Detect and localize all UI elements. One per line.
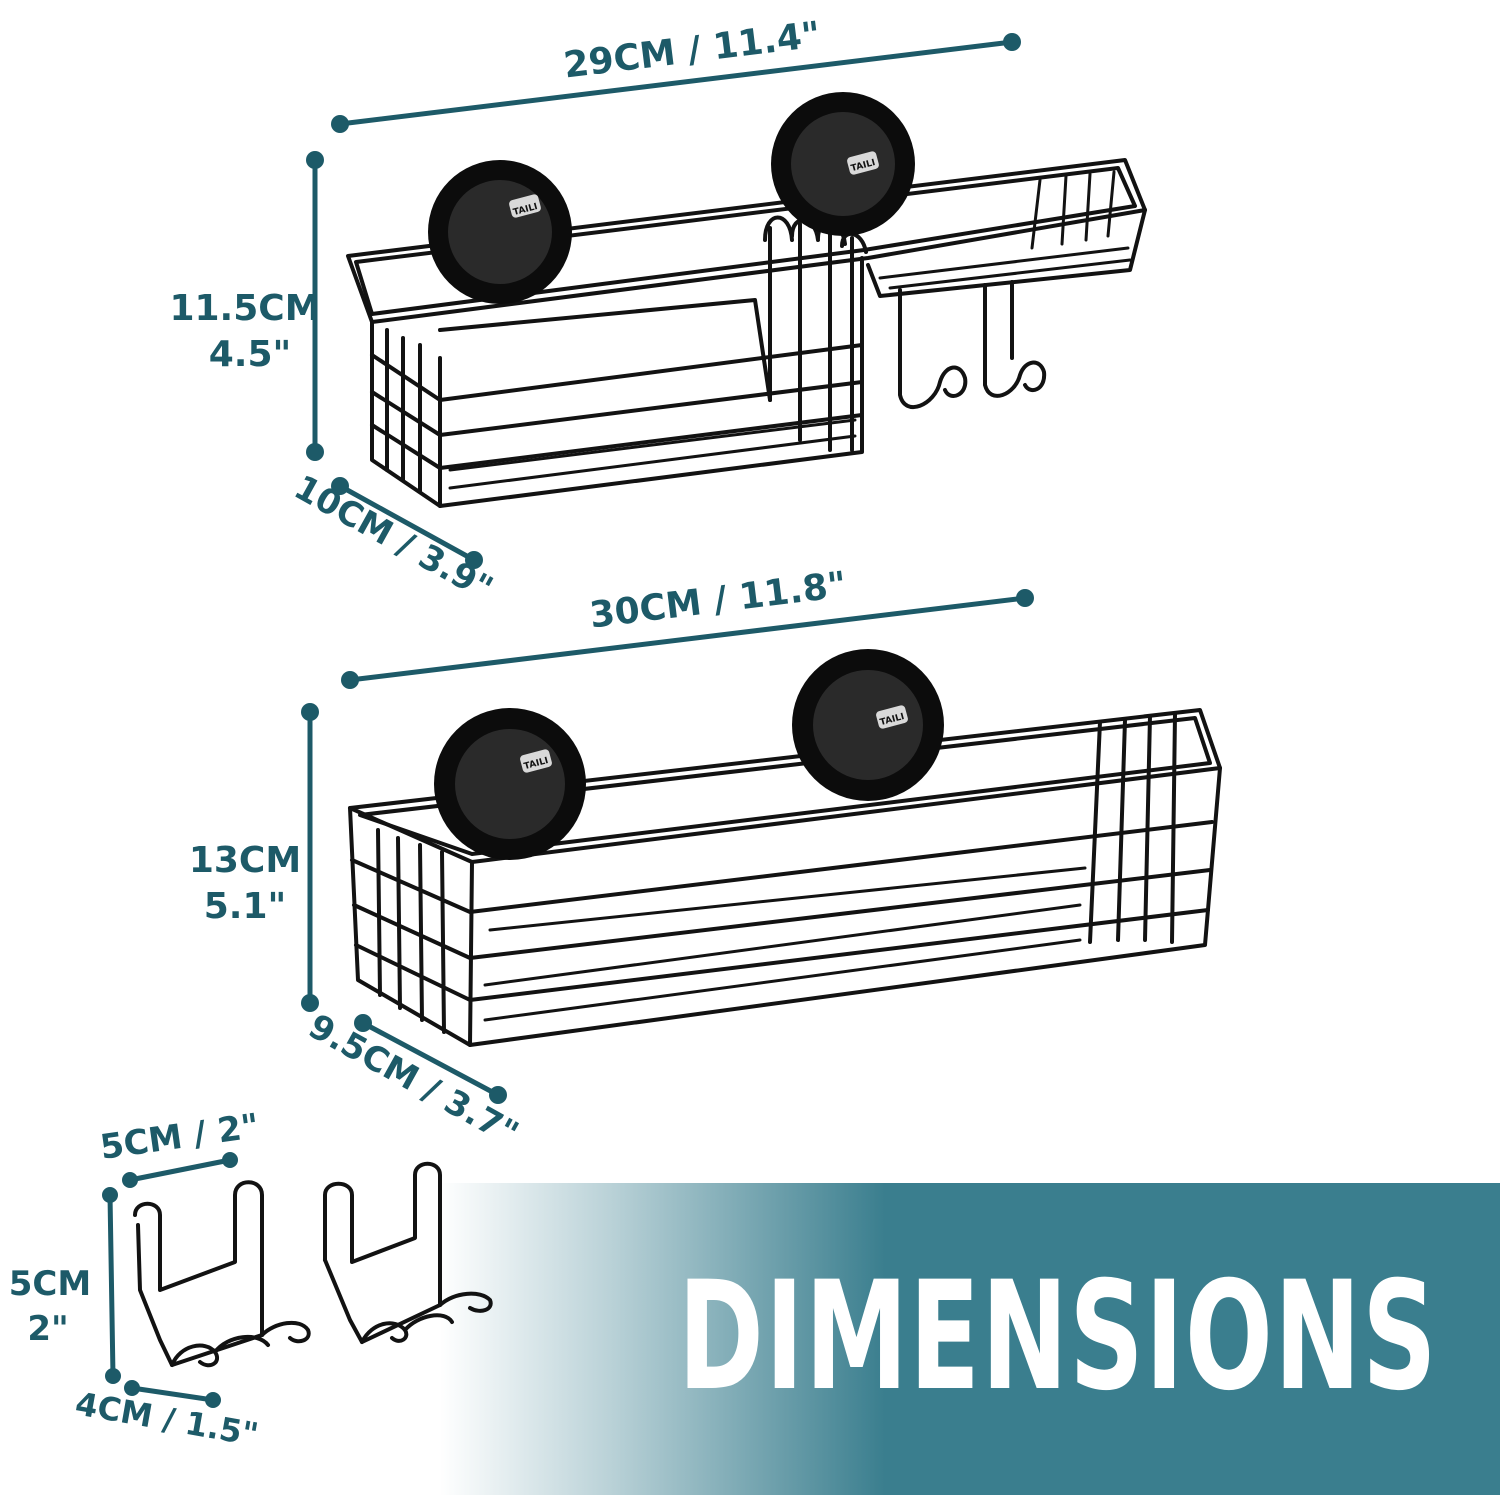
hook-left <box>133 1180 311 1368</box>
top-height-dot-top <box>306 151 324 169</box>
top-basket-floor-bar <box>448 434 857 490</box>
soap-tray-bar <box>888 258 1132 290</box>
top-width-line <box>337 39 1015 127</box>
top-height-dot-bottom <box>306 443 324 461</box>
bottom-basket-bar <box>350 820 1214 914</box>
bottom-height-label-in: 5.1" <box>204 886 287 927</box>
soap-tray-slat <box>1060 174 1068 246</box>
soap-tray-frame <box>866 208 1147 298</box>
bottom-basket-end-wire <box>1088 720 1102 944</box>
hooks-height-label-cm: 5CM <box>9 1264 91 1304</box>
bottom-basket-floor-bar <box>488 866 1087 932</box>
hooks-width-line <box>127 1157 233 1183</box>
top-basket-inner-back <box>438 298 772 402</box>
bottom-height-dot-top <box>301 703 319 721</box>
soap-tray-slat <box>1084 172 1092 242</box>
bottom-depth-dot-b <box>489 1086 507 1104</box>
bottom-basket-side-wire <box>396 836 402 1010</box>
banner: DIMENSIONS <box>440 1183 1500 1495</box>
bottom-width-line <box>347 595 1028 683</box>
top-basket-hanging-hook <box>898 288 968 409</box>
hooks-dimensions: 5CM / 2" 5CM 2" 4CM / 1.5" <box>9 1106 262 1454</box>
top-basket-bar <box>370 380 864 437</box>
hook-right <box>323 1161 493 1344</box>
bottom-basket-floor-bar <box>483 903 1082 987</box>
bottom-width-dot-left <box>341 671 359 689</box>
top-basket-hanging-hook <box>983 283 1047 398</box>
bottom-basket-illustration: TAILI TAILI <box>348 649 1222 1047</box>
bottom-depth-line <box>360 1020 501 1098</box>
bottom-height-label-cm: 13CM <box>189 840 301 881</box>
banner-background <box>440 1183 1500 1495</box>
top-width-dot-left <box>331 115 349 133</box>
hooks-height-dot-bottom <box>105 1368 121 1384</box>
suction-cup: TAILI <box>434 708 586 860</box>
hooks-illustration <box>133 1161 493 1368</box>
hooks-depth-line <box>129 1385 216 1403</box>
bottom-basket-end-wire <box>1116 718 1127 942</box>
top-depth-label: 10CM / 3.9" <box>287 468 499 610</box>
hooks-depth-dot-b <box>205 1392 221 1408</box>
bottom-basket-side-wire <box>418 843 424 1022</box>
suction-cup: TAILI <box>771 92 915 236</box>
bottom-height-dot-bottom <box>301 994 319 1012</box>
top-basket-top-rim <box>346 158 1147 324</box>
top-basket-inner-rim <box>354 166 1137 316</box>
top-basket-dimensions: 29CM / 11.4" 11.5CM 4.5" 10CM / 3.9" <box>169 14 1021 609</box>
top-basket-floor-bar <box>448 418 857 472</box>
bottom-basket-bar <box>352 868 1212 960</box>
top-depth-dot-b <box>465 551 483 569</box>
bottom-width-dot-right <box>1016 589 1034 607</box>
top-depth-line <box>337 483 477 563</box>
bottom-basket-front-left-edge <box>468 860 474 1047</box>
hooks-width-dot-right <box>222 1152 238 1168</box>
top-height-label-in: 4.5" <box>209 334 292 375</box>
bottom-basket-floor-bar <box>483 938 1082 1022</box>
suction-cup: TAILI <box>428 160 572 304</box>
bottom-depth-dot-a <box>354 1014 372 1032</box>
top-height-label-cm: 11.5CM <box>169 288 320 329</box>
top-basket-bar <box>370 343 864 402</box>
hooks-width-dot-left <box>122 1172 138 1188</box>
bottom-basket-side-wire <box>376 828 382 997</box>
soap-tray-slat <box>1030 178 1042 250</box>
top-basket-bar <box>370 413 864 470</box>
hooks-height-line <box>107 1192 116 1379</box>
suction-cup: TAILI <box>792 649 944 801</box>
bottom-basket-side-wire <box>440 850 446 1034</box>
top-width-dot-right <box>1003 33 1021 51</box>
top-basket-illustration: TAILI TAILI <box>346 92 1147 508</box>
bottom-depth-label: 9.5CM / 3.7" <box>302 1006 525 1154</box>
soap-tray-bar <box>878 246 1130 280</box>
hooks-depth-dot-a <box>124 1380 140 1396</box>
top-width-label: 29CM / 11.4" <box>561 14 822 86</box>
bottom-basket-bar <box>354 908 1210 1002</box>
top-depth-dot-a <box>331 477 349 495</box>
hooks-height-label-in: 2" <box>27 1309 68 1349</box>
soap-tray-slat <box>1106 170 1116 238</box>
banner-title: DIMENSIONS <box>678 1250 1438 1424</box>
hooks-height-dot-top <box>102 1187 118 1203</box>
